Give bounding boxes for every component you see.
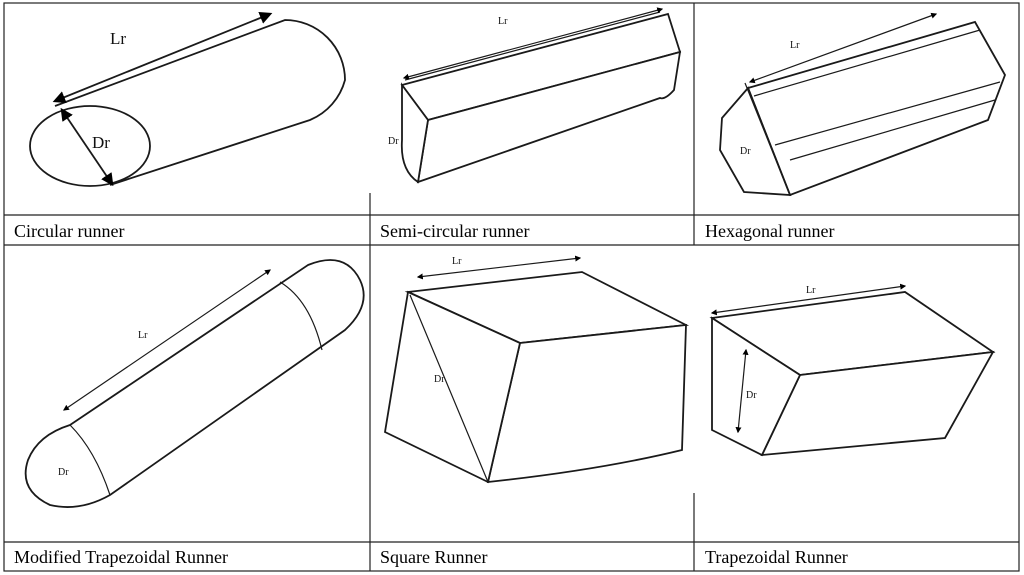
diameter-label: Dr (92, 133, 110, 152)
caption-modified-trapezoidal-runner: Modified Trapezoidal Runner (14, 547, 228, 567)
diameter-label: Dr (746, 390, 757, 401)
hexagonal-runner-drawing: Lr Dr (719, 12, 1006, 197)
length-dimension-arrow (416, 255, 582, 280)
diameter-label: Dr (388, 136, 399, 147)
length-dimension-arrow (63, 269, 271, 411)
caption-trapezoidal-runner: Trapezoidal Runner (705, 547, 848, 567)
diameter-label: Dr (58, 467, 69, 478)
diameter-label: Dr (740, 146, 751, 157)
diameter-dimension-arrow (60, 107, 114, 187)
length-label: Lr (452, 256, 462, 267)
length-label: Lr (790, 40, 800, 51)
length-dimension-arrow (748, 12, 938, 84)
circular-runner-drawing: Lr Dr (29, 11, 346, 187)
caption-hexagonal-runner: Hexagonal runner (705, 221, 834, 241)
length-dimension-arrow (52, 11, 273, 104)
caption-semicircular-runner: Semi-circular runner (380, 221, 529, 241)
caption-circular-runner: Circular runner (14, 221, 124, 241)
semicircular-runner-drawing: Lr Dr (388, 7, 682, 184)
length-label: Lr (806, 285, 816, 296)
square-runner-drawing: Lr Dr (384, 255, 690, 484)
length-dimension-arrow (402, 7, 664, 80)
trapezoidal-runner-drawing: Lr Dr (709, 283, 996, 457)
diameter-label: Dr (434, 374, 445, 385)
caption-square-runner: Square Runner (380, 547, 487, 567)
modified-trapezoidal-runner-drawing: Lr Dr (24, 259, 365, 508)
length-dimension-arrow (710, 283, 907, 316)
length-label: Lr (110, 29, 126, 48)
length-label: Lr (138, 330, 148, 341)
table-grid (3, 2, 1020, 572)
length-label: Lr (498, 16, 508, 27)
